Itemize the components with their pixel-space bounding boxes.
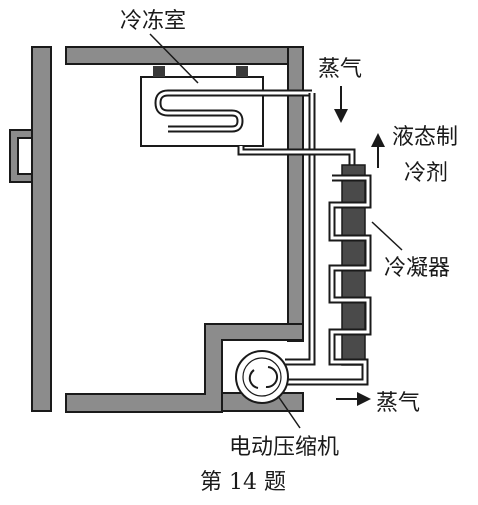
- condenser-coil-inner: [285, 176, 370, 384]
- compressor-leader: [277, 395, 301, 429]
- compressor-inner: [242, 357, 282, 397]
- door-panel: [31, 46, 52, 412]
- label-compressor: 电动压缩机: [229, 435, 339, 460]
- figure-caption: 第 14 题: [200, 470, 286, 495]
- compressor-rotor: [248, 369, 259, 389]
- freezer-leader: [149, 33, 199, 84]
- label-freezer: 冷冻室: [120, 9, 186, 34]
- compressor-rotor-2: [265, 366, 278, 389]
- freezer-bracket-right: [236, 66, 248, 77]
- bottom-wall: [65, 323, 304, 413]
- condenser-leader: [371, 221, 403, 251]
- top-wall: [65, 46, 304, 65]
- label-condenser: 冷凝器: [384, 256, 450, 281]
- label-vapor-bottom: 蒸气: [376, 391, 420, 416]
- compressor: [235, 350, 289, 404]
- freezer-bracket-left: [153, 66, 165, 77]
- label-liquid-refrigerant-2: 冷剂: [404, 161, 448, 186]
- vapor-return-tube-inner: [285, 93, 314, 364]
- label-liquid-refrigerant-1: 液态制: [392, 125, 458, 150]
- label-vapor-top: 蒸气: [318, 57, 362, 82]
- evaporator-coil-inner: [156, 91, 312, 131]
- door-handle: [9, 129, 33, 183]
